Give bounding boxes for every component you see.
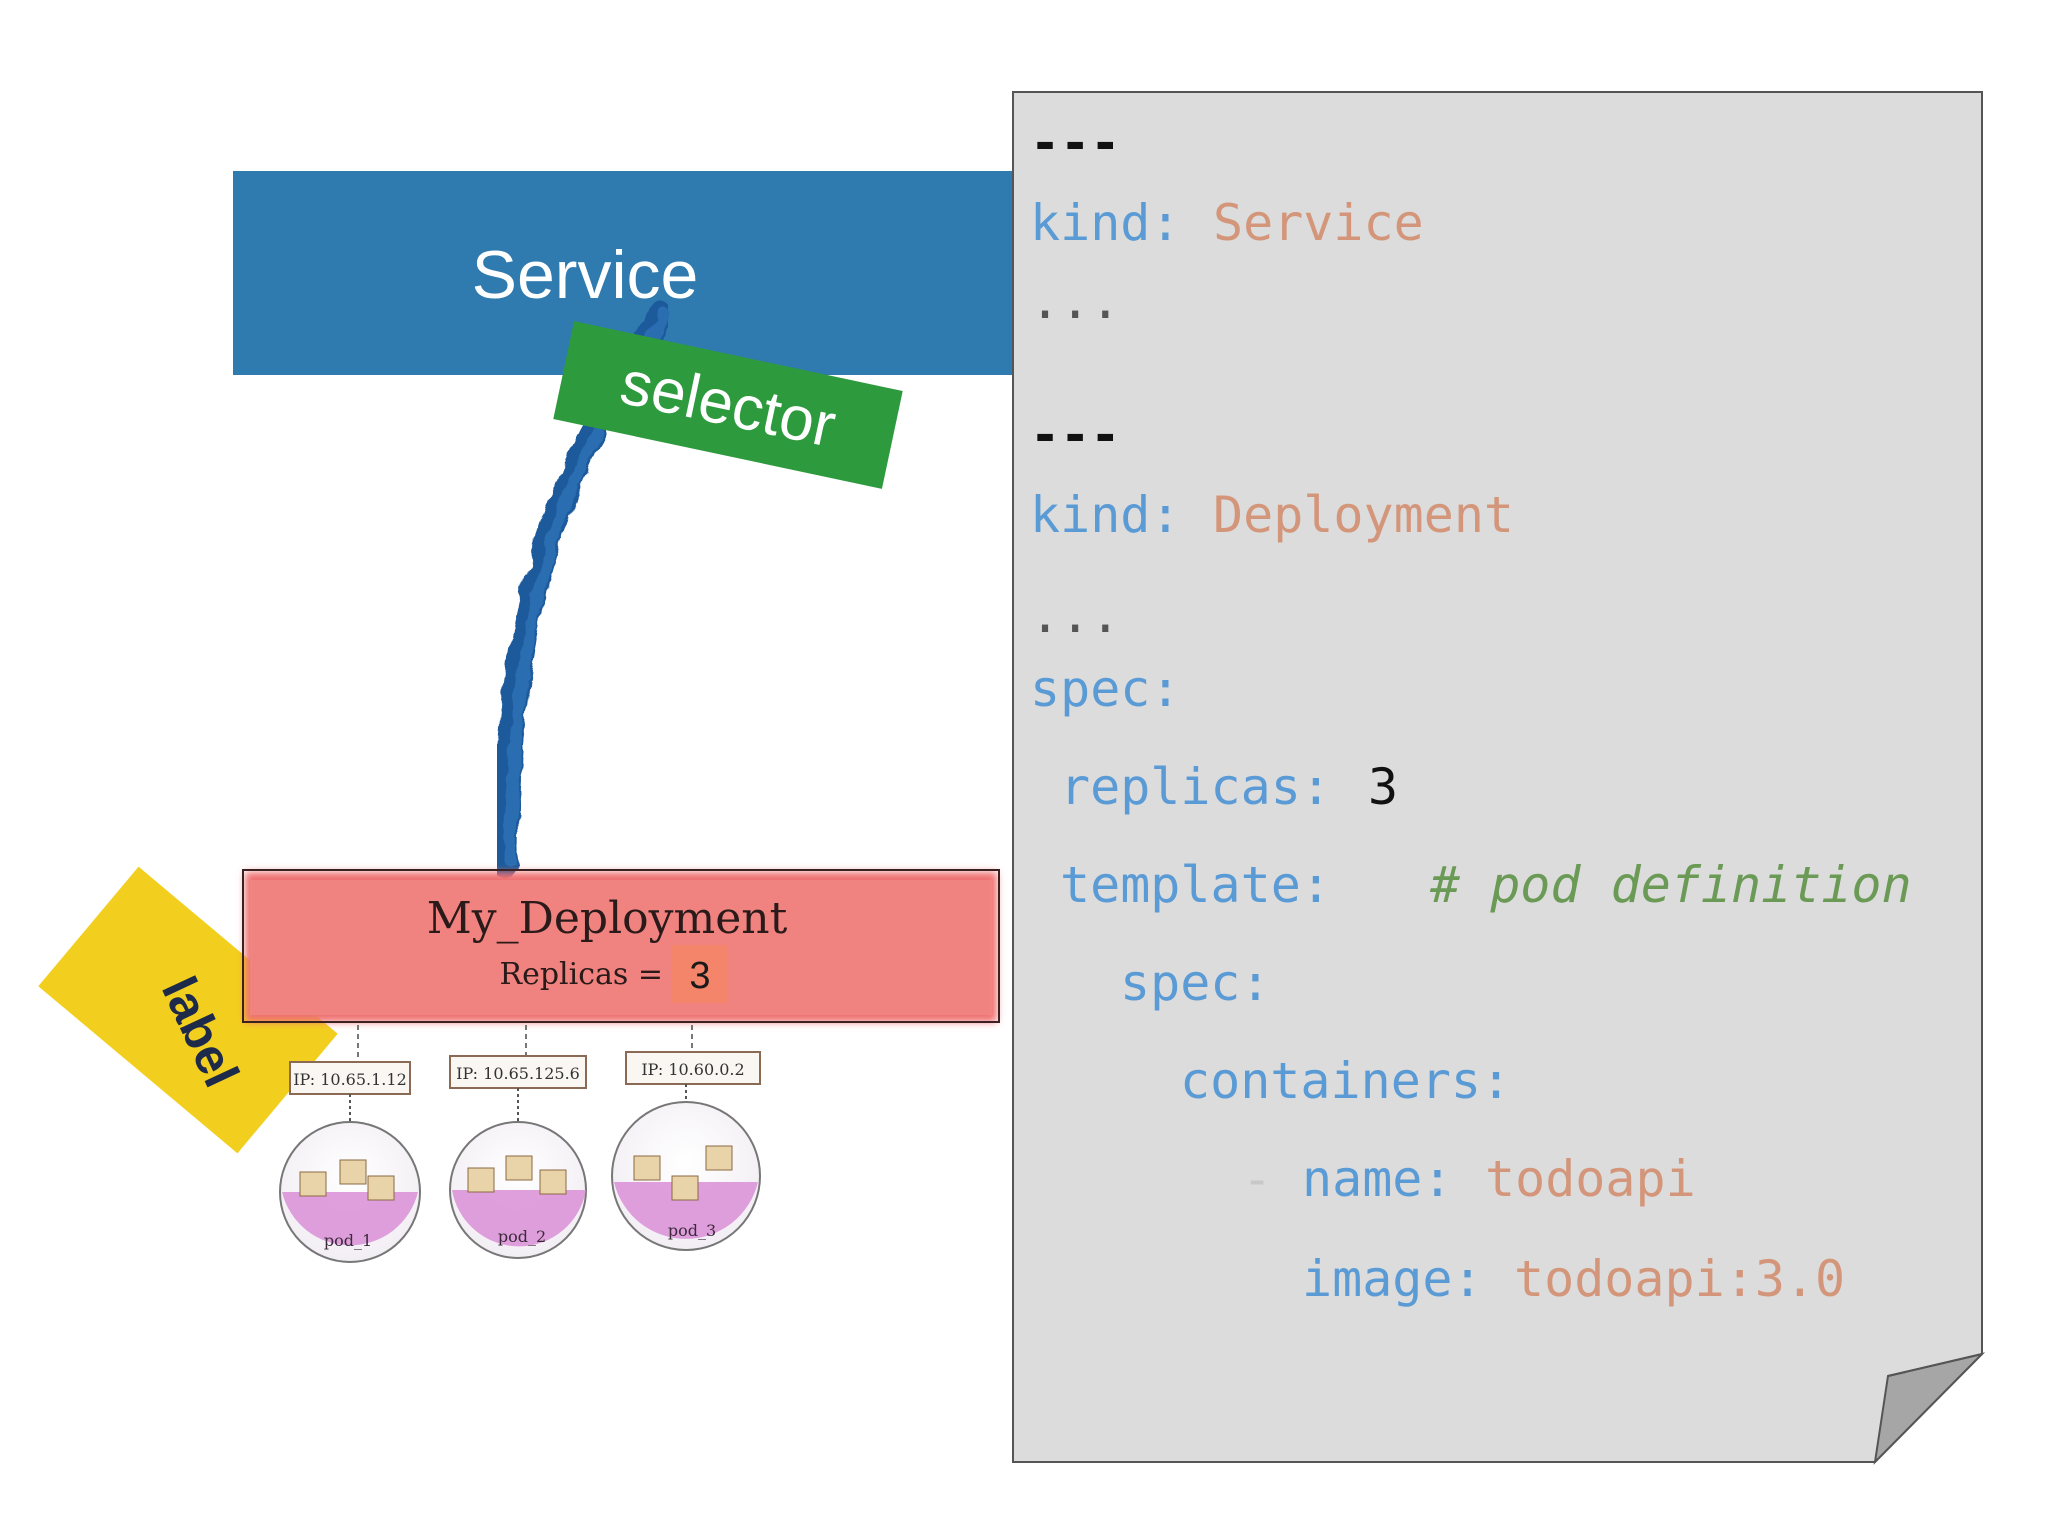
yaml-list-dash: - [1242,1150,1272,1208]
deployment-replicas-label: Replicas = [500,957,664,992]
deployment-title: My_Deployment [427,893,788,944]
pod-name: pod_2 [498,1227,546,1246]
yaml-line-kind-service: kind: Service [1030,194,1424,252]
yaml-line-replicas: replicas: 3 [1060,758,1398,816]
pod-3: IP: 10.60.0.2 pod_3 [611,1025,761,1251]
pod-ip: IP: 10.65.125.6 [456,1064,580,1083]
yaml-key: replicas: [1060,758,1331,816]
yaml-value: todoapi:3.0 [1514,1250,1845,1308]
replica-badge-value: 3 [689,955,710,997]
yaml-key: kind: [1030,194,1181,252]
yaml-separator-1: --- [1030,114,1120,172]
yaml-value: 3 [1368,758,1398,816]
yaml-value: todoapi [1485,1150,1696,1208]
yaml-line-name: - name: todoapi [1242,1150,1696,1208]
yaml-key: name: [1302,1150,1453,1208]
yaml-document: --- kind: Service ... --- kind: Deployme… [1012,91,1986,1465]
yaml-inner-spec: spec: [1120,954,1271,1012]
yaml-containers: containers: [1180,1052,1511,1110]
yaml-key: kind: [1030,486,1181,544]
selector-connection [492,302,673,878]
replica-badge [672,945,728,1003]
deployment-box: My_Deployment Replicas = 3 [242,869,1000,1023]
yaml-spec: spec: [1030,660,1181,718]
label-tag: label [38,866,338,1154]
pod-ip: IP: 10.65.1.12 [293,1070,407,1089]
pod-1: IP: 10.65.1.12 pod_1 [279,1025,421,1263]
service-title: Service [472,237,699,313]
pod-name: pod_1 [324,1231,372,1250]
yaml-key: template: [1060,856,1331,914]
yaml-ellipsis-1: ... [1030,272,1120,330]
yaml-value: Service [1213,194,1424,252]
yaml-key: image: [1302,1250,1483,1308]
yaml-line-kind-deployment: kind: Deployment [1030,486,1514,544]
yaml-line-template: template: # pod definition [1060,856,1912,914]
pod-name: pod_3 [668,1221,716,1240]
pod-2: IP: 10.65.125.6 pod_2 [449,1025,587,1259]
yaml-ellipsis-2: ... [1030,586,1120,644]
yaml-separator-2: --- [1030,406,1120,464]
yaml-value: Deployment [1213,486,1514,544]
yaml-comment: # pod definition [1429,856,1912,914]
pod-ip: IP: 10.60.0.2 [641,1060,744,1079]
yaml-line-image: image: todoapi:3.0 [1302,1250,1845,1308]
